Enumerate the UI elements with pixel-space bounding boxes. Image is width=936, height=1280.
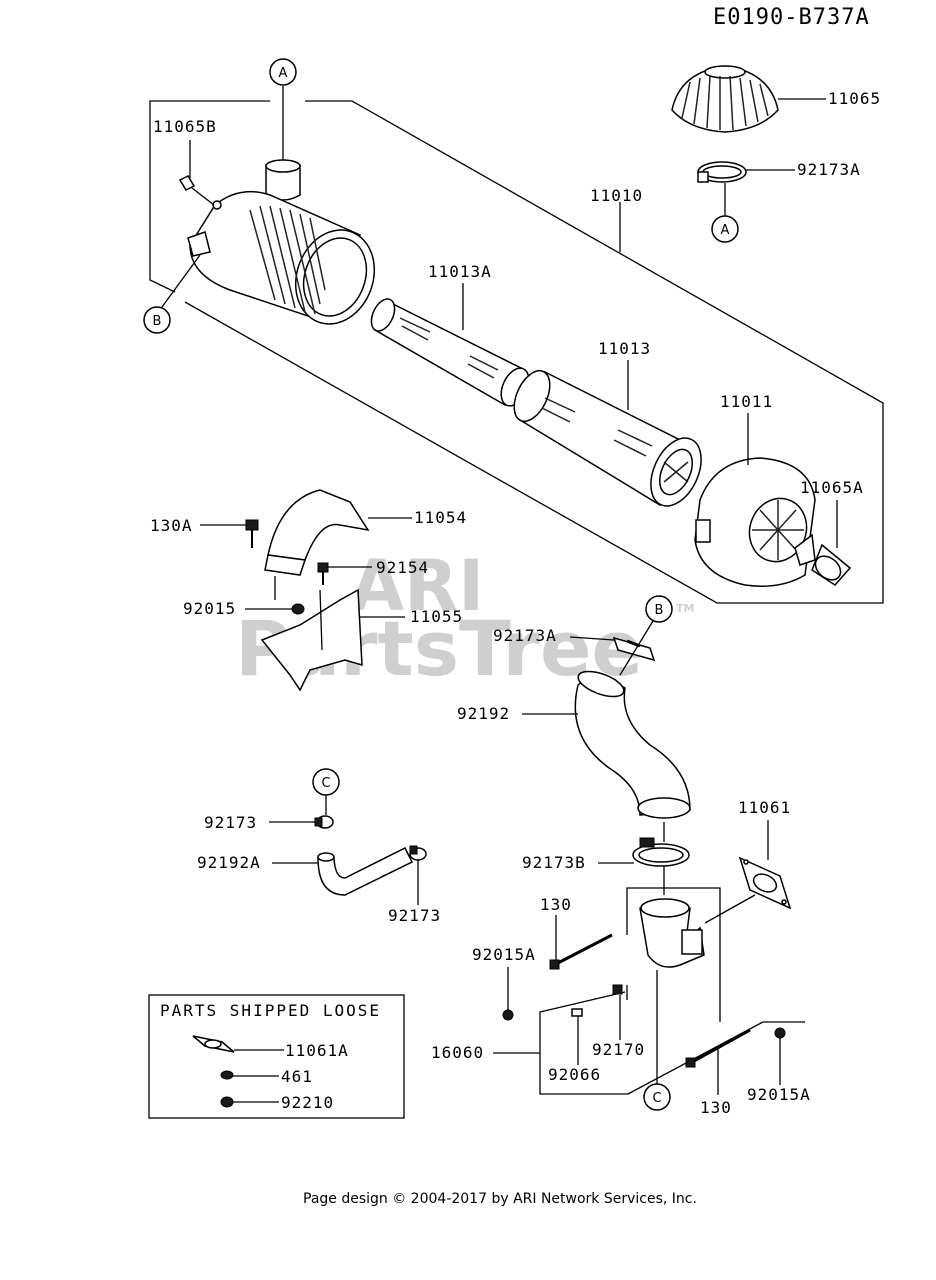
leader-92173A-mid — [569, 636, 615, 641]
clamp-92173a-top[interactable] — [697, 161, 747, 183]
callout-a-top-label: A — [279, 66, 288, 81]
watermark-brand-top: ARI — [350, 545, 484, 627]
hose-92192a[interactable] — [317, 846, 414, 896]
label-11065b[interactable]: 11065B — [153, 117, 217, 136]
label-11055[interactable]: 11055 — [410, 607, 463, 626]
hose-92192[interactable] — [574, 666, 691, 819]
label-92173a-top[interactable]: 92173A — [797, 160, 861, 179]
label-130-lower[interactable]: 130 — [700, 1098, 732, 1117]
leader-11061-to-elbow — [704, 894, 756, 924]
label-11061a[interactable]: 11061A — [285, 1041, 349, 1060]
loose-box-title: PARTS SHIPPED LOOSE — [160, 1001, 381, 1020]
label-92173b[interactable]: 92173B — [522, 853, 586, 872]
bolt-130-upper[interactable] — [549, 933, 613, 970]
callout-a-right-label: A — [721, 223, 730, 238]
bolt-92154[interactable] — [317, 562, 329, 585]
precleaner-cap-11065[interactable] — [671, 65, 779, 133]
parts-shipped-loose-box: PARTS SHIPPED LOOSE 11061A 461 92210 — [148, 994, 405, 1119]
nut-92015[interactable] — [291, 603, 305, 615]
label-92015a-left[interactable]: 92015A — [472, 945, 536, 964]
washer-461[interactable] — [220, 1070, 234, 1080]
callout-b-right — [645, 595, 673, 623]
label-11010[interactable]: 11010 — [590, 186, 643, 205]
label-11061[interactable]: 11061 — [738, 798, 791, 817]
callout-a-top — [269, 58, 297, 86]
label-92015[interactable]: 92015 — [183, 599, 236, 618]
bracket-11054[interactable] — [264, 489, 370, 576]
leader-11065B-b — [191, 187, 215, 206]
clamp-92173-left[interactable] — [314, 815, 334, 829]
stud-92170[interactable] — [612, 984, 623, 995]
label-130-upper[interactable]: 130 — [540, 895, 572, 914]
label-92066[interactable]: 92066 — [548, 1065, 601, 1084]
clamp-92173b[interactable] — [632, 837, 690, 867]
label-92192[interactable]: 92192 — [457, 704, 510, 723]
label-461[interactable]: 461 — [281, 1067, 313, 1086]
inner-filter-11013a[interactable] — [367, 295, 535, 410]
label-92173a-mid[interactable]: 92173A — [493, 626, 557, 645]
label-11065a[interactable]: 11065A — [800, 478, 864, 497]
callout-b-left-label: B — [153, 314, 162, 329]
pin-92066[interactable] — [571, 1008, 583, 1017]
callout-c-lower — [643, 1083, 671, 1111]
elbow-bracket — [626, 887, 721, 1022]
leader-callout-b-right — [619, 620, 654, 676]
label-92154[interactable]: 92154 — [376, 558, 429, 577]
label-11065[interactable]: 11065 — [828, 89, 881, 108]
bolt-130-lower[interactable] — [685, 1028, 751, 1068]
label-11013a[interactable]: 11013A — [428, 262, 492, 281]
callout-b-right-label: B — [655, 603, 664, 618]
label-130a[interactable]: 130A — [150, 516, 193, 535]
callout-b-left — [143, 306, 171, 334]
nut-92015a-right[interactable] — [774, 1027, 786, 1039]
bolt-130a[interactable] — [245, 519, 259, 548]
leader-callout-b-left — [161, 254, 201, 308]
label-11011[interactable]: 11011 — [720, 392, 773, 411]
filter-cover-11011[interactable] — [694, 457, 816, 587]
elbow-16060[interactable] — [639, 898, 705, 968]
gasket-11061a[interactable] — [192, 1035, 235, 1053]
label-92192a[interactable]: 92192A — [197, 853, 261, 872]
assembly-bracket-11010 — [149, 100, 884, 604]
clamp-92173-lower[interactable] — [409, 845, 427, 861]
label-92015a-right[interactable]: 92015A — [747, 1085, 811, 1104]
valve-11065a[interactable] — [811, 543, 852, 586]
outer-filter-11013[interactable] — [507, 365, 711, 514]
nut-92210[interactable] — [220, 1096, 234, 1108]
callout-a-right — [711, 215, 739, 243]
label-11013[interactable]: 11013 — [598, 339, 651, 358]
callout-c-left-label: C — [321, 776, 330, 791]
air-cleaner-housing[interactable] — [187, 159, 387, 335]
label-92173-left[interactable]: 92173 — [204, 813, 257, 832]
gasket-11061[interactable] — [738, 856, 792, 910]
valve-11065b[interactable] — [178, 175, 196, 191]
footer-copyright: Page design © 2004-2017 by ARI Network S… — [303, 1191, 697, 1207]
part-labels: 11065 92173A 11065B 11010 11013A 11013 1… — [150, 89, 881, 1117]
watermark-trademark: TM — [676, 602, 694, 615]
label-92170[interactable]: 92170 — [592, 1040, 645, 1059]
label-16060[interactable]: 16060 — [431, 1043, 484, 1062]
drawing-id: E0190-B737A — [713, 5, 870, 30]
label-92210[interactable]: 92210 — [281, 1093, 334, 1112]
label-92173-lower[interactable]: 92173 — [388, 906, 441, 925]
bracket-11055[interactable] — [260, 588, 363, 692]
callout-c-lower-label: C — [652, 1091, 661, 1106]
label-11054[interactable]: 11054 — [414, 508, 467, 527]
nut-92015a-left[interactable] — [502, 1009, 514, 1021]
